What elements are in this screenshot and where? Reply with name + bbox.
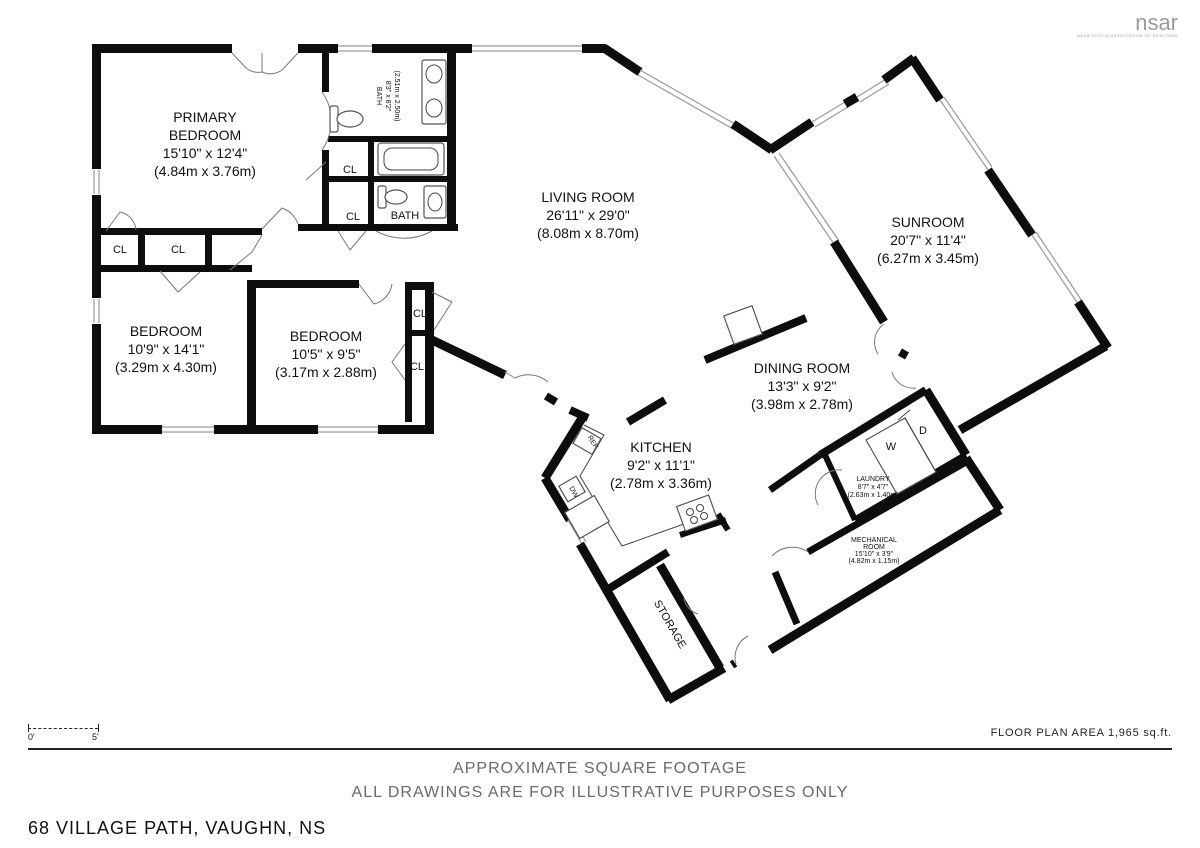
laundry-metric: (2.63m x 1.40m)	[848, 492, 899, 499]
scale-bar-line	[28, 728, 98, 729]
mech-name1: MECHANICAL	[851, 537, 897, 544]
bath-fixtures	[329, 59, 447, 219]
living-diagonal-wall	[601, 44, 775, 154]
kitchen-walls	[430, 314, 808, 704]
living-room-name: LIVING ROOM	[541, 189, 634, 205]
bath-main-metric: (2.51m x 2.50m)	[393, 71, 400, 122]
closet-label-5: CL	[413, 308, 427, 320]
laundry-door-arc	[814, 469, 843, 506]
bath-main-imperial: 8'3" x 8'2"	[384, 81, 391, 112]
doors-left	[105, 52, 453, 381]
washer-dryer	[865, 409, 937, 495]
storage-door-arc	[683, 597, 699, 615]
scale-end-label: 5'	[92, 732, 99, 742]
dryer-label: D	[919, 425, 927, 437]
primary-bedroom-name2: BEDROOM	[169, 127, 241, 143]
mech-door-arc	[771, 546, 809, 557]
sunroom-walls	[767, 54, 1112, 434]
logo: nsar NOVA SCOTIA ASSOCIATION OF REALTORS	[1077, 10, 1178, 38]
bath-small-name: BATH	[391, 210, 420, 222]
primary-bedroom-imperial: 15'10" x 12'4"	[163, 145, 248, 161]
interior-walls-left	[92, 44, 458, 434]
logo-tagline: NOVA SCOTIA ASSOCIATION OF REALTORS	[1077, 33, 1178, 38]
footer-line-2: ALL DRAWINGS ARE FOR ILLUSTRATIVE PURPOS…	[351, 784, 849, 801]
footer-divider	[28, 748, 1172, 750]
kitchen-counters	[558, 305, 763, 547]
kitchen-door-arc	[514, 374, 549, 383]
bedroom-left-name: BEDROOM	[130, 323, 202, 339]
mech-imperial: 15'10" x 3'9"	[855, 551, 894, 558]
closet-label-1: CL	[343, 164, 357, 176]
laundry-imperial: 8'7" x 4'7"	[858, 484, 889, 491]
scale-start-label: 0'	[28, 732, 35, 742]
lower-right-walls	[767, 386, 1004, 654]
scale-bar: 0' 5'	[28, 722, 108, 746]
mech-metric: (4.82m x 1.15m)	[849, 558, 900, 565]
living-room-imperial: 26'11" x 29'0"	[546, 207, 630, 223]
entry-door-arc	[734, 635, 749, 665]
sunroom-imperial: 20'7" x 11'4"	[890, 232, 966, 248]
mech-name2: ROOM	[863, 544, 885, 551]
sunroom-door-arc	[874, 323, 885, 355]
room-labels: PRIMARY BEDROOM 15'10" x 12'4" (4.84m x …	[113, 71, 979, 651]
bedroom-left-metric: (3.29m x 4.30m)	[115, 359, 217, 375]
dining-room-name: DINING ROOM	[754, 360, 850, 376]
bedroom-mid-metric: (3.17m x 2.88m)	[275, 364, 377, 380]
primary-bedroom-name1: PRIMARY	[173, 109, 237, 125]
washer-label: W	[886, 441, 897, 453]
closet-label-2: CL	[346, 211, 360, 223]
closet-label-3: CL	[113, 244, 127, 256]
kitchen-name: KITCHEN	[630, 439, 691, 455]
closet-label-4: CL	[171, 244, 185, 256]
bedroom-mid-imperial: 10'5" x 9'5"	[292, 346, 361, 362]
logo-brand: nsar	[1135, 10, 1178, 35]
floor-plan-area: FLOOR PLAN AREA 1,965 sq.ft.	[990, 727, 1172, 739]
primary-bedroom-metric: (4.84m x 3.76m)	[154, 163, 256, 179]
sunroom-door-arc2	[891, 371, 917, 389]
bath-main-name: BATH	[375, 87, 382, 105]
footer-line-1: APPROXIMATE SQUARE FOOTAGE	[453, 760, 747, 777]
kitchen-metric: (2.78m x 3.36m)	[610, 475, 712, 491]
bedroom-left-imperial: 10'9" x 14'1"	[128, 341, 205, 357]
living-room-metric: (8.08m x 8.70m)	[537, 225, 639, 241]
windows-left	[93, 45, 582, 433]
address: 68 VILLAGE PATH, VAUGHN, NS	[28, 818, 327, 838]
dining-room-imperial: 13'3" x 9'2"	[768, 378, 837, 394]
sunroom-name: SUNROOM	[891, 214, 964, 230]
kitchen-imperial: 9'2" x 11'1"	[627, 457, 695, 473]
bedroom-mid-name: BEDROOM	[290, 328, 362, 344]
closet-label-6: CL	[410, 361, 424, 373]
laundry-name: LAUNDRY	[856, 476, 890, 483]
sunroom-metric: (6.27m x 3.45m)	[877, 250, 979, 266]
scale-tick-start	[28, 724, 29, 732]
scale-tick-end	[98, 724, 99, 732]
exterior-walls	[92, 44, 472, 434]
dining-room-metric: (3.98m x 2.78m)	[751, 396, 853, 412]
